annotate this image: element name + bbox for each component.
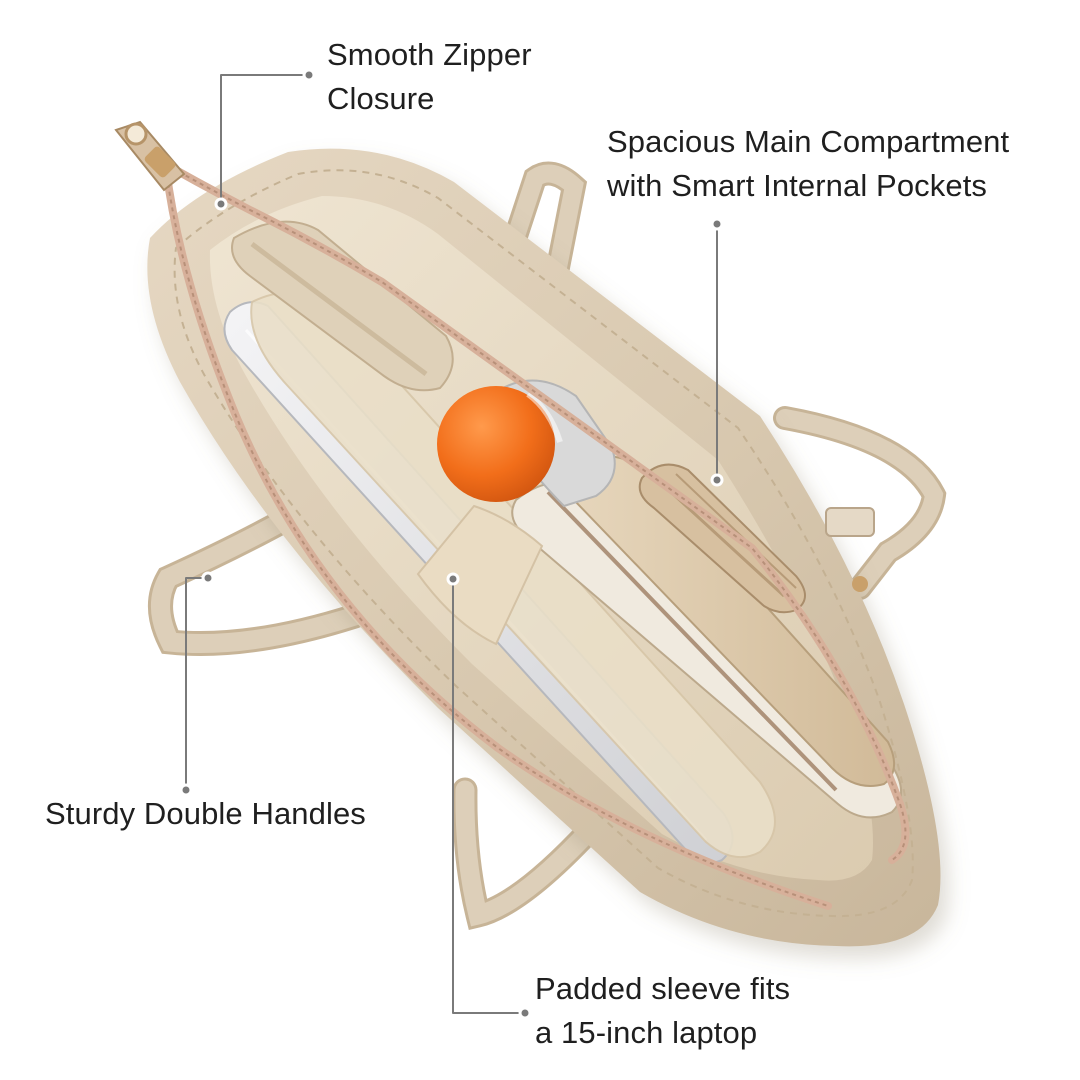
padded-sleeve-line-2: a 15-inch laptop (535, 1015, 758, 1050)
elastic-strap (416, 504, 544, 646)
rear-handle-straps (483, 161, 947, 600)
main-compartment-line-2: with Smart Internal Pockets (607, 168, 988, 203)
zipper-pull (114, 120, 186, 192)
zipper-closure-line-2: Closure (327, 81, 435, 116)
callout-leader-lines (185, 74, 718, 1014)
water-bottle (437, 379, 616, 508)
main-compartment-callout: Spacious Main Compartment with Smart Int… (607, 120, 1009, 208)
callout-markers (179, 68, 724, 1020)
front-handle-straps (147, 507, 603, 931)
zipper-closure-line-1: Smooth Zipper (327, 37, 532, 72)
zipper-pouch (231, 220, 454, 392)
zipper-closure-callout: Smooth Zipper Closure (327, 33, 532, 121)
padded-sleeve-callout: Padded sleeve fits a 15-inch laptop (535, 967, 790, 1055)
main-compartment-line-1: Spacious Main Compartment (607, 124, 1010, 159)
double-handles-callout: Sturdy Double Handles (45, 792, 366, 836)
bag-stitching (173, 169, 914, 918)
zipper-tracks (140, 148, 910, 910)
handle-hardware (825, 507, 875, 592)
padded-sleeve-line-1: Padded sleeve fits (535, 971, 791, 1006)
double-handles-line-1: Sturdy Double Handles (45, 796, 366, 831)
